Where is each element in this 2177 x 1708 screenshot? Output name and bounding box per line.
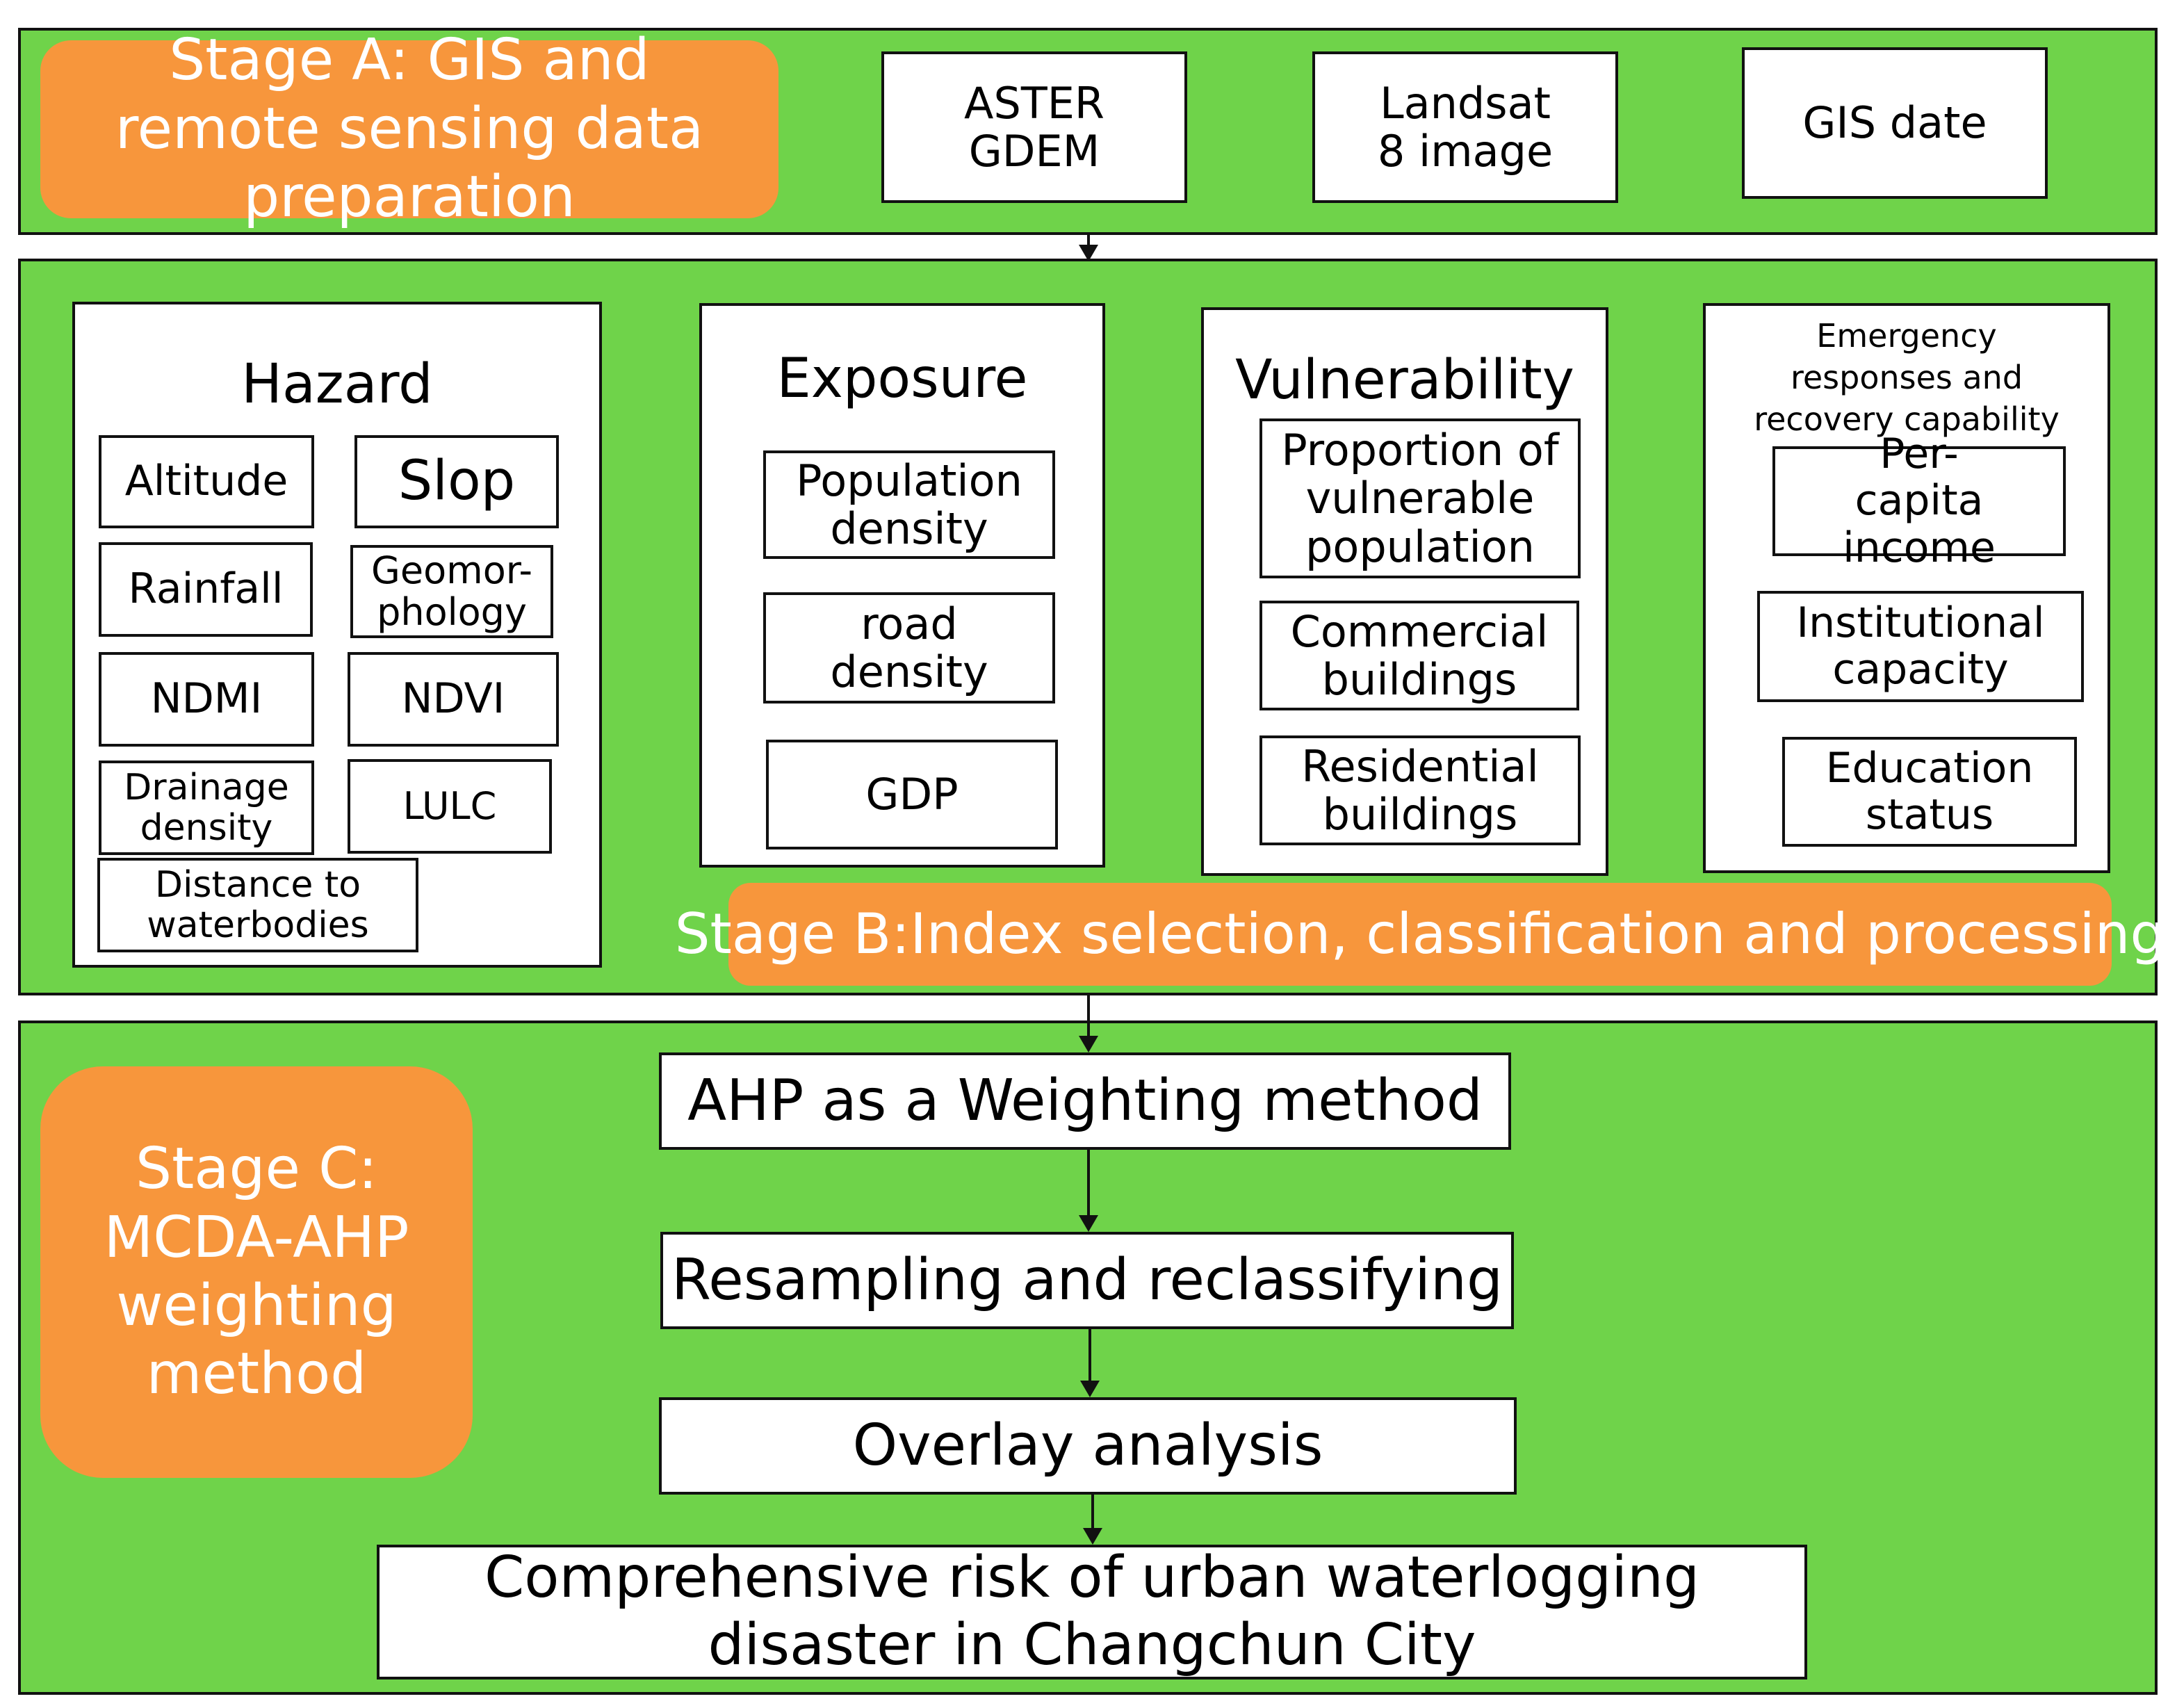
arrowhead-b-to-c [1079,1036,1098,1052]
exposure-title: Exposure [776,348,1028,410]
step-ahp-weighting: AHP as a Weighting method [659,1052,1511,1150]
hazard-geomorphology: Geomor-phology [350,545,553,638]
arrowhead-resampling-to-overlay [1080,1381,1100,1397]
hazard-drainage-density: Drainage density [99,761,314,855]
source-gis-date: GIS date [1742,47,2048,199]
vulnerability-commercial-buildings: Commercial buildings [1259,601,1579,710]
hazard-slop: Slop [354,435,559,528]
exposure-population-density: Population density [763,450,1055,559]
emergency-institutional-capacity: Institutional capacity [1757,591,2084,702]
source-aster-gdem: ASTER GDEM [881,51,1187,203]
step-comprehensive-risk: Comprehensive risk of urban waterlogging… [377,1545,1807,1679]
stage-a-label: Stage A: GIS and remote sensing data pre… [40,27,778,230]
arrowhead-overlay-to-risk [1083,1528,1102,1545]
stage-c-label: Stage C: MCDA-AHP weighting method [40,1066,473,1478]
source-landsat-8: Landsat 8 image [1312,51,1618,203]
exposure-gdp: GDP [766,740,1058,849]
emergency-title: Emergency responses and recovery capabil… [1754,317,2060,438]
exposure-road-density: road density [763,592,1055,703]
vulnerability-residential-buildings: Residential buildings [1259,735,1581,845]
vulnerability-title: Vulnerability [1235,349,1574,412]
step-resampling-reclassifying: Resampling and reclassifying [660,1232,1514,1329]
hazard-distance-to-waterbodies: Distance to waterbodies [97,858,418,952]
vulnerability-proportion-of-vulnerable-population: Proportion of vulnerable population [1259,418,1581,578]
hazard-title: Hazard [241,353,433,416]
step-overlay-analysis: Overlay analysis [659,1397,1517,1495]
stage-b-label: Stage B:Index selection, classification … [675,883,2165,986]
hazard-ndvi: NDVI [348,652,559,747]
arrowhead-ahp-to-resampling [1079,1215,1098,1232]
hazard-lulc: LULC [348,759,552,854]
arrowhead-a-to-b [1079,245,1098,261]
hazard-rainfall: Rainfall [99,542,313,637]
hazard-ndmi: NDMI [99,652,314,747]
hazard-altitude: Altitude [99,435,314,528]
emergency-education-status: Education status [1782,737,2077,847]
